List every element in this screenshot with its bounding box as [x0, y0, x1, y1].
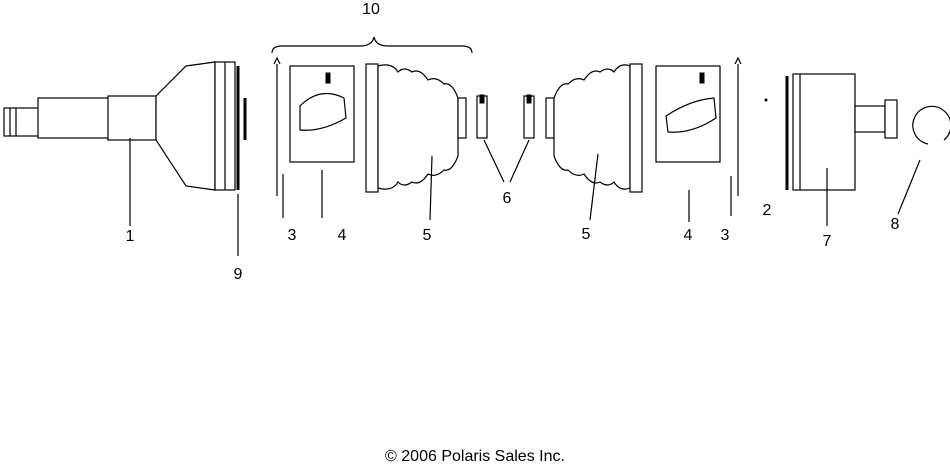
- callout-5-left: 5: [423, 227, 432, 244]
- part-4-left-grease-pack: [289, 65, 355, 163]
- callout-2: 2: [763, 202, 772, 219]
- callout-labels: 10 1 9 3 4 5 6 5 4 3 2 7 8: [126, 1, 900, 283]
- callout-4-left: 4: [338, 227, 347, 244]
- callout-8: 8: [891, 216, 900, 233]
- part-2-dot: [764, 98, 768, 102]
- copyright-notice: © 2006 Polaris Sales Inc.: [385, 448, 565, 465]
- part-3-left-clamp: [273, 56, 281, 196]
- callout-1: 1: [126, 228, 135, 245]
- callout-5-right: 5: [582, 226, 591, 243]
- part-10-bracket: [271, 36, 473, 54]
- leader-lines: [129, 138, 921, 256]
- part-7-inner-cv-joint: [785, 73, 898, 191]
- callout-9: 9: [234, 266, 243, 283]
- callout-7: 7: [823, 233, 832, 250]
- part-5-left-boot: [365, 63, 467, 193]
- part-6-small-clamps: [476, 94, 535, 139]
- part-1-cv-joint-housing: [3, 61, 240, 191]
- part-5-right-boot: [545, 63, 643, 193]
- callout-4-right: 4: [684, 227, 693, 244]
- callout-3-right: 3: [721, 227, 730, 244]
- part-3-right-clamp: [734, 56, 742, 196]
- part-8-snap-ring: [912, 105, 950, 145]
- callout-3-left: 3: [288, 227, 297, 244]
- callout-6: 6: [503, 190, 512, 207]
- callout-10: 10: [362, 1, 380, 18]
- part-4-right-grease-pack: [655, 65, 721, 163]
